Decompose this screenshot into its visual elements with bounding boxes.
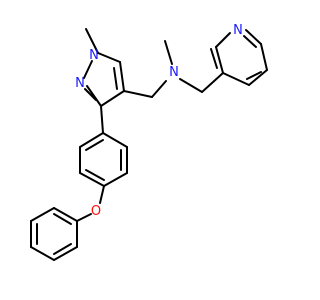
atom-n-amine: N — [169, 65, 179, 80]
bonds — [30, 28, 268, 261]
atom-n-methyl-pyrazole: N — [89, 48, 99, 63]
bond-c5-c4 — [119, 61, 125, 92]
bond-py-n1-c6 — [245, 29, 262, 45]
bond-ph1-f — [79, 132, 104, 148]
atom-label-n2: N — [75, 76, 85, 91]
atom-label-n-pyridine: N — [233, 23, 243, 38]
atom-label-n1: N — [89, 48, 99, 63]
bond-py-n1-c6-double — [243, 35, 257, 48]
bond-namine-methyl — [164, 40, 173, 65]
molecule-structure: N N N N O — [30, 23, 268, 261]
bond-n1-methyl — [85, 28, 99, 54]
bond-c3-n2 — [86, 85, 102, 107]
bond-ph2-b — [30, 207, 55, 222]
bond-ph1-oxygen — [99, 185, 105, 204]
bond-oxygen-ph2 — [76, 213, 92, 222]
atom-n-pyridine: N — [233, 23, 243, 38]
bond-c3-phenyl — [100, 105, 104, 134]
bond-py-c5-c4-double — [246, 71, 262, 80]
atom-label-n-amine: N — [169, 65, 179, 80]
bond-ch2b-pyridine — [201, 72, 224, 93]
bond-py-c3-c2 — [215, 46, 224, 74]
bond-ph2-e-double — [53, 243, 72, 255]
bond-ph2-d — [30, 246, 55, 261]
bond-ph1-d-double — [85, 169, 105, 181]
bond-ph2-a — [53, 207, 78, 222]
bond-c4-ch2 — [123, 90, 153, 98]
bond-n2-n1 — [83, 60, 93, 79]
bond-ph1-c — [103, 172, 128, 187]
bond-c3-n2-double — [84, 88, 97, 101]
bond-ph1-f-double — [85, 139, 104, 151]
bond-ph2-e — [53, 246, 78, 261]
atom-n-pyrazole-2: N — [75, 76, 85, 91]
bond-ph1-d — [79, 172, 105, 187]
bond-py-c4-c3 — [222, 72, 250, 86]
bond-c5-c4-double — [113, 67, 118, 90]
atom-labels: N N N N O — [75, 23, 243, 219]
bond-ph1-a — [102, 132, 128, 148]
bond-ch2-namine — [151, 80, 167, 98]
bond-namine-ch2b — [179, 78, 203, 93]
bond-n1-c5 — [97, 52, 121, 63]
bond-ph2-a-double — [53, 213, 72, 225]
bond-py-c6-c5 — [260, 43, 268, 71]
atom-o-ether: O — [91, 204, 101, 219]
bond-c4-c3 — [100, 90, 125, 107]
atom-label-o: O — [91, 204, 101, 219]
bond-py-c2-n1 — [215, 32, 231, 48]
bond-py-c3-c2-double — [210, 48, 218, 69]
bond-py-c5-c4 — [248, 69, 268, 86]
